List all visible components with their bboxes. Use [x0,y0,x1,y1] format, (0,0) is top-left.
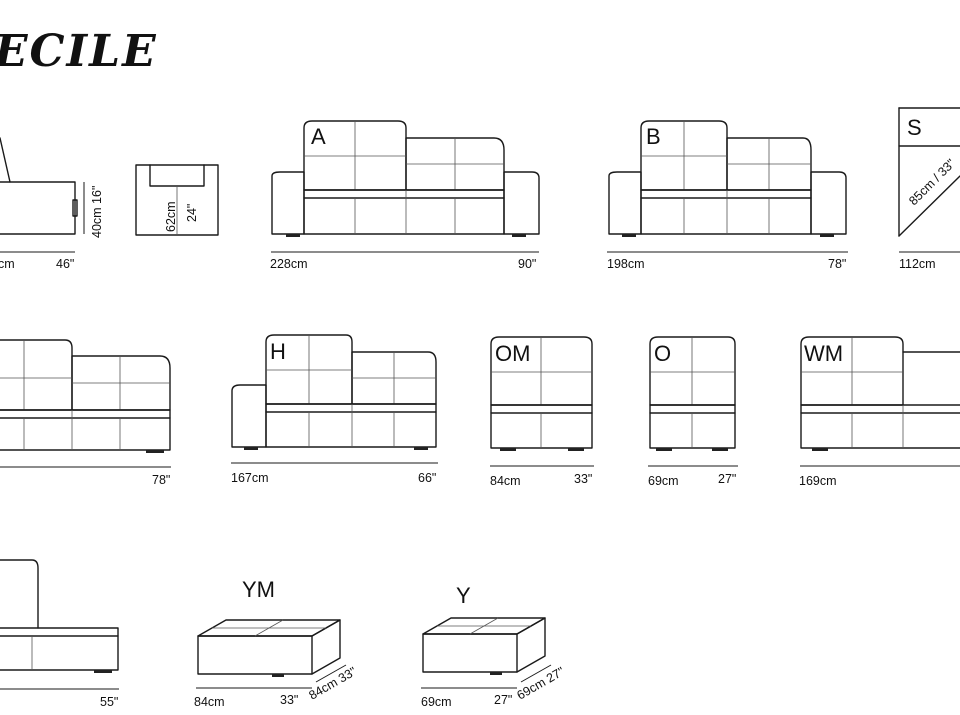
armrest-height-cm: 62cm [164,201,178,232]
module-ym-width-in: 33" [280,693,298,707]
module-o-width-cm: 69cm [648,474,679,488]
chaise-width-in: 55" [100,695,118,709]
module-a-width-cm: 228cm [270,257,308,271]
module-a-width-in: 90" [518,257,536,271]
left-side-height: 40cm 16" [90,186,104,238]
module-y-label: Y [456,583,471,608]
module-h-label: H [270,339,286,364]
module-h-width-cm: 167cm [231,471,269,485]
module-chaise: 55" [0,559,119,709]
module-ym-label: YM [242,577,275,602]
module-s-width-cm: 112cm [899,257,936,271]
module-a: A 228cm 90" [270,120,540,271]
left-corner-width-cm: cm [0,257,15,271]
armrest-height-in: 24" [185,204,199,222]
module-wm-width-cm: 169cm [799,474,837,488]
module-s-label: S [907,115,922,140]
module-a-label: A [311,124,326,149]
module-ym-depth: 84cm 33" [307,664,359,702]
module-om: OM 84cm 33" [490,336,594,488]
module-row2-left: 78" [0,339,171,487]
module-y-width-cm: 69cm [421,695,452,709]
module-ym: YM 84cm 33" 84cm 33" [194,577,359,709]
module-y-depth: 69cm 27" [515,664,567,702]
module-s: S 85cm / 33" 112cm [898,107,960,271]
row2-left-width-in: 78" [152,473,170,487]
left-corner-width-in: 46" [56,257,74,271]
module-ym-width-cm: 84cm [194,695,225,709]
module-o-width-in: 27" [718,472,736,486]
module-left-corner: cm 46" 40cm 16" [0,137,104,271]
module-h: H 167cm 66" [231,334,438,485]
brand-logo: ECILE [0,26,158,77]
module-b-width-in: 78" [828,257,846,271]
module-y-width-in: 27" [494,693,512,707]
module-s-diagonal: 85cm / 33" [906,156,958,208]
module-wm: WM 169cm [799,336,960,488]
module-wm-label: WM [804,341,843,366]
module-y: Y 69cm 27" 69cm 27" [421,583,567,709]
module-om-label: OM [495,341,530,366]
module-b-width-cm: 198cm [607,257,645,271]
module-h-width-in: 66" [418,471,436,485]
module-b: B 198cm 78" [607,120,848,271]
module-b-label: B [646,124,661,149]
module-armrest: 62cm 24" [135,164,219,236]
module-om-width-cm: 84cm [490,474,521,488]
module-o-label: O [654,341,671,366]
module-om-width-in: 33" [574,472,592,486]
module-o: O 69cm 27" [648,336,738,488]
